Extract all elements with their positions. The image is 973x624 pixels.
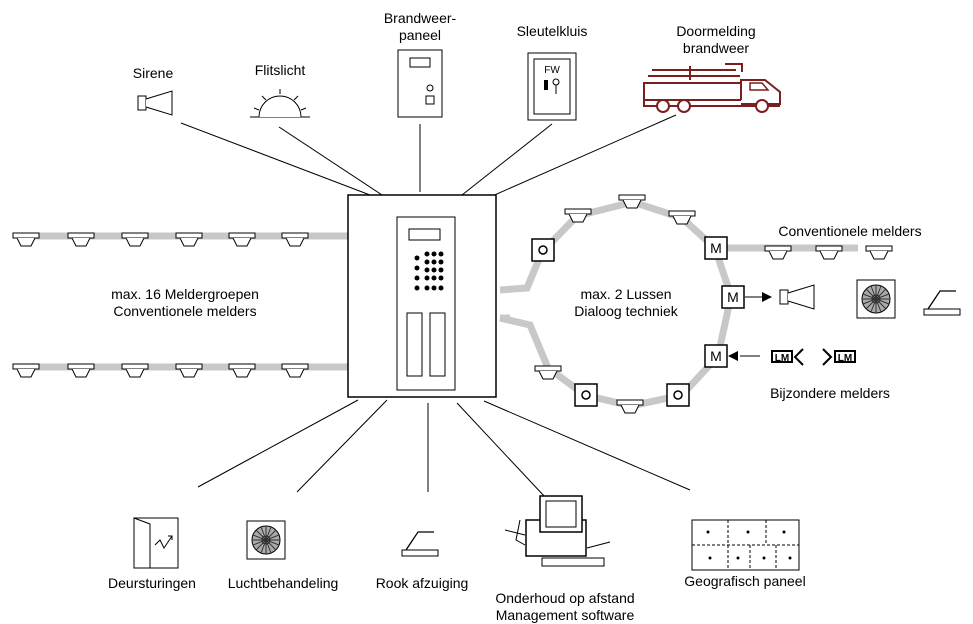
bijzondere-melders-label: Bijzondere melders (770, 385, 890, 401)
labels: Sirene Flitslicht Brandweer- paneel Sleu… (108, 10, 922, 623)
brandweer-paneel-label-2: paneel (399, 27, 441, 43)
rook-afzuiging-label: Rook afzuiging (376, 575, 469, 591)
ventilation-icon (246, 520, 286, 560)
central-panel (347, 194, 497, 398)
flashlight-icon (250, 89, 310, 118)
ventilation-icon (856, 279, 896, 319)
door-control-icon (133, 517, 179, 569)
sirene-label: Sirene (133, 65, 174, 81)
onderhoud-label-2: Management software (496, 607, 635, 623)
doormelding-label-1: Doormelding (676, 23, 755, 39)
flitslicht-label: Flitslicht (255, 62, 306, 78)
fire-truck-icon (643, 63, 781, 113)
smoke-extraction-icon (923, 290, 961, 316)
luchtbehandeling-label: Luchtbehandeling (228, 575, 339, 591)
sirene-icon (779, 284, 815, 310)
meldergroepen-label-2: Conventionele melders (113, 303, 256, 319)
meldergroepen-label-1: max. 16 Meldergroepen (111, 286, 259, 302)
conventional-group-bottom (12, 363, 348, 378)
module-label: M (727, 289, 739, 305)
svg-text:LM: LM (838, 353, 852, 364)
connection-lines (180, 114, 691, 498)
conventional-group-top (12, 232, 348, 247)
module-label: M (710, 240, 722, 256)
module-label: M (710, 348, 722, 364)
geographic-panel-icon (691, 519, 800, 571)
onderhoud-label-1: Onderhoud op afstand (495, 590, 634, 606)
deursturingen-label: Deursturingen (108, 575, 196, 591)
special-detector-icon: LM (822, 348, 856, 366)
sirene-icon (137, 90, 173, 116)
key-safe-tag: FW (544, 65, 560, 76)
lussen-label-1: max. 2 Lussen (580, 286, 671, 302)
special-detector-icon: LM (771, 348, 804, 366)
computer-icon (504, 495, 611, 567)
lussen-label-2: Dialoog techniek (574, 303, 679, 319)
geografisch-label: Geografisch paneel (684, 573, 805, 589)
dialog-loop: M M M (499, 194, 893, 414)
brandweer-paneel-label-1: Brandweer- (384, 10, 457, 26)
smoke-extraction-icon (401, 531, 439, 557)
svg-text:LM: LM (775, 353, 789, 364)
conventionele-melders-label: Conventionele melders (778, 223, 921, 239)
key-safe-icon: FW (527, 52, 577, 121)
fire-brigade-panel-icon (397, 49, 443, 118)
sleutelkluis-label: Sleutelkluis (517, 23, 588, 39)
doormelding-label-2: brandweer (683, 40, 749, 56)
